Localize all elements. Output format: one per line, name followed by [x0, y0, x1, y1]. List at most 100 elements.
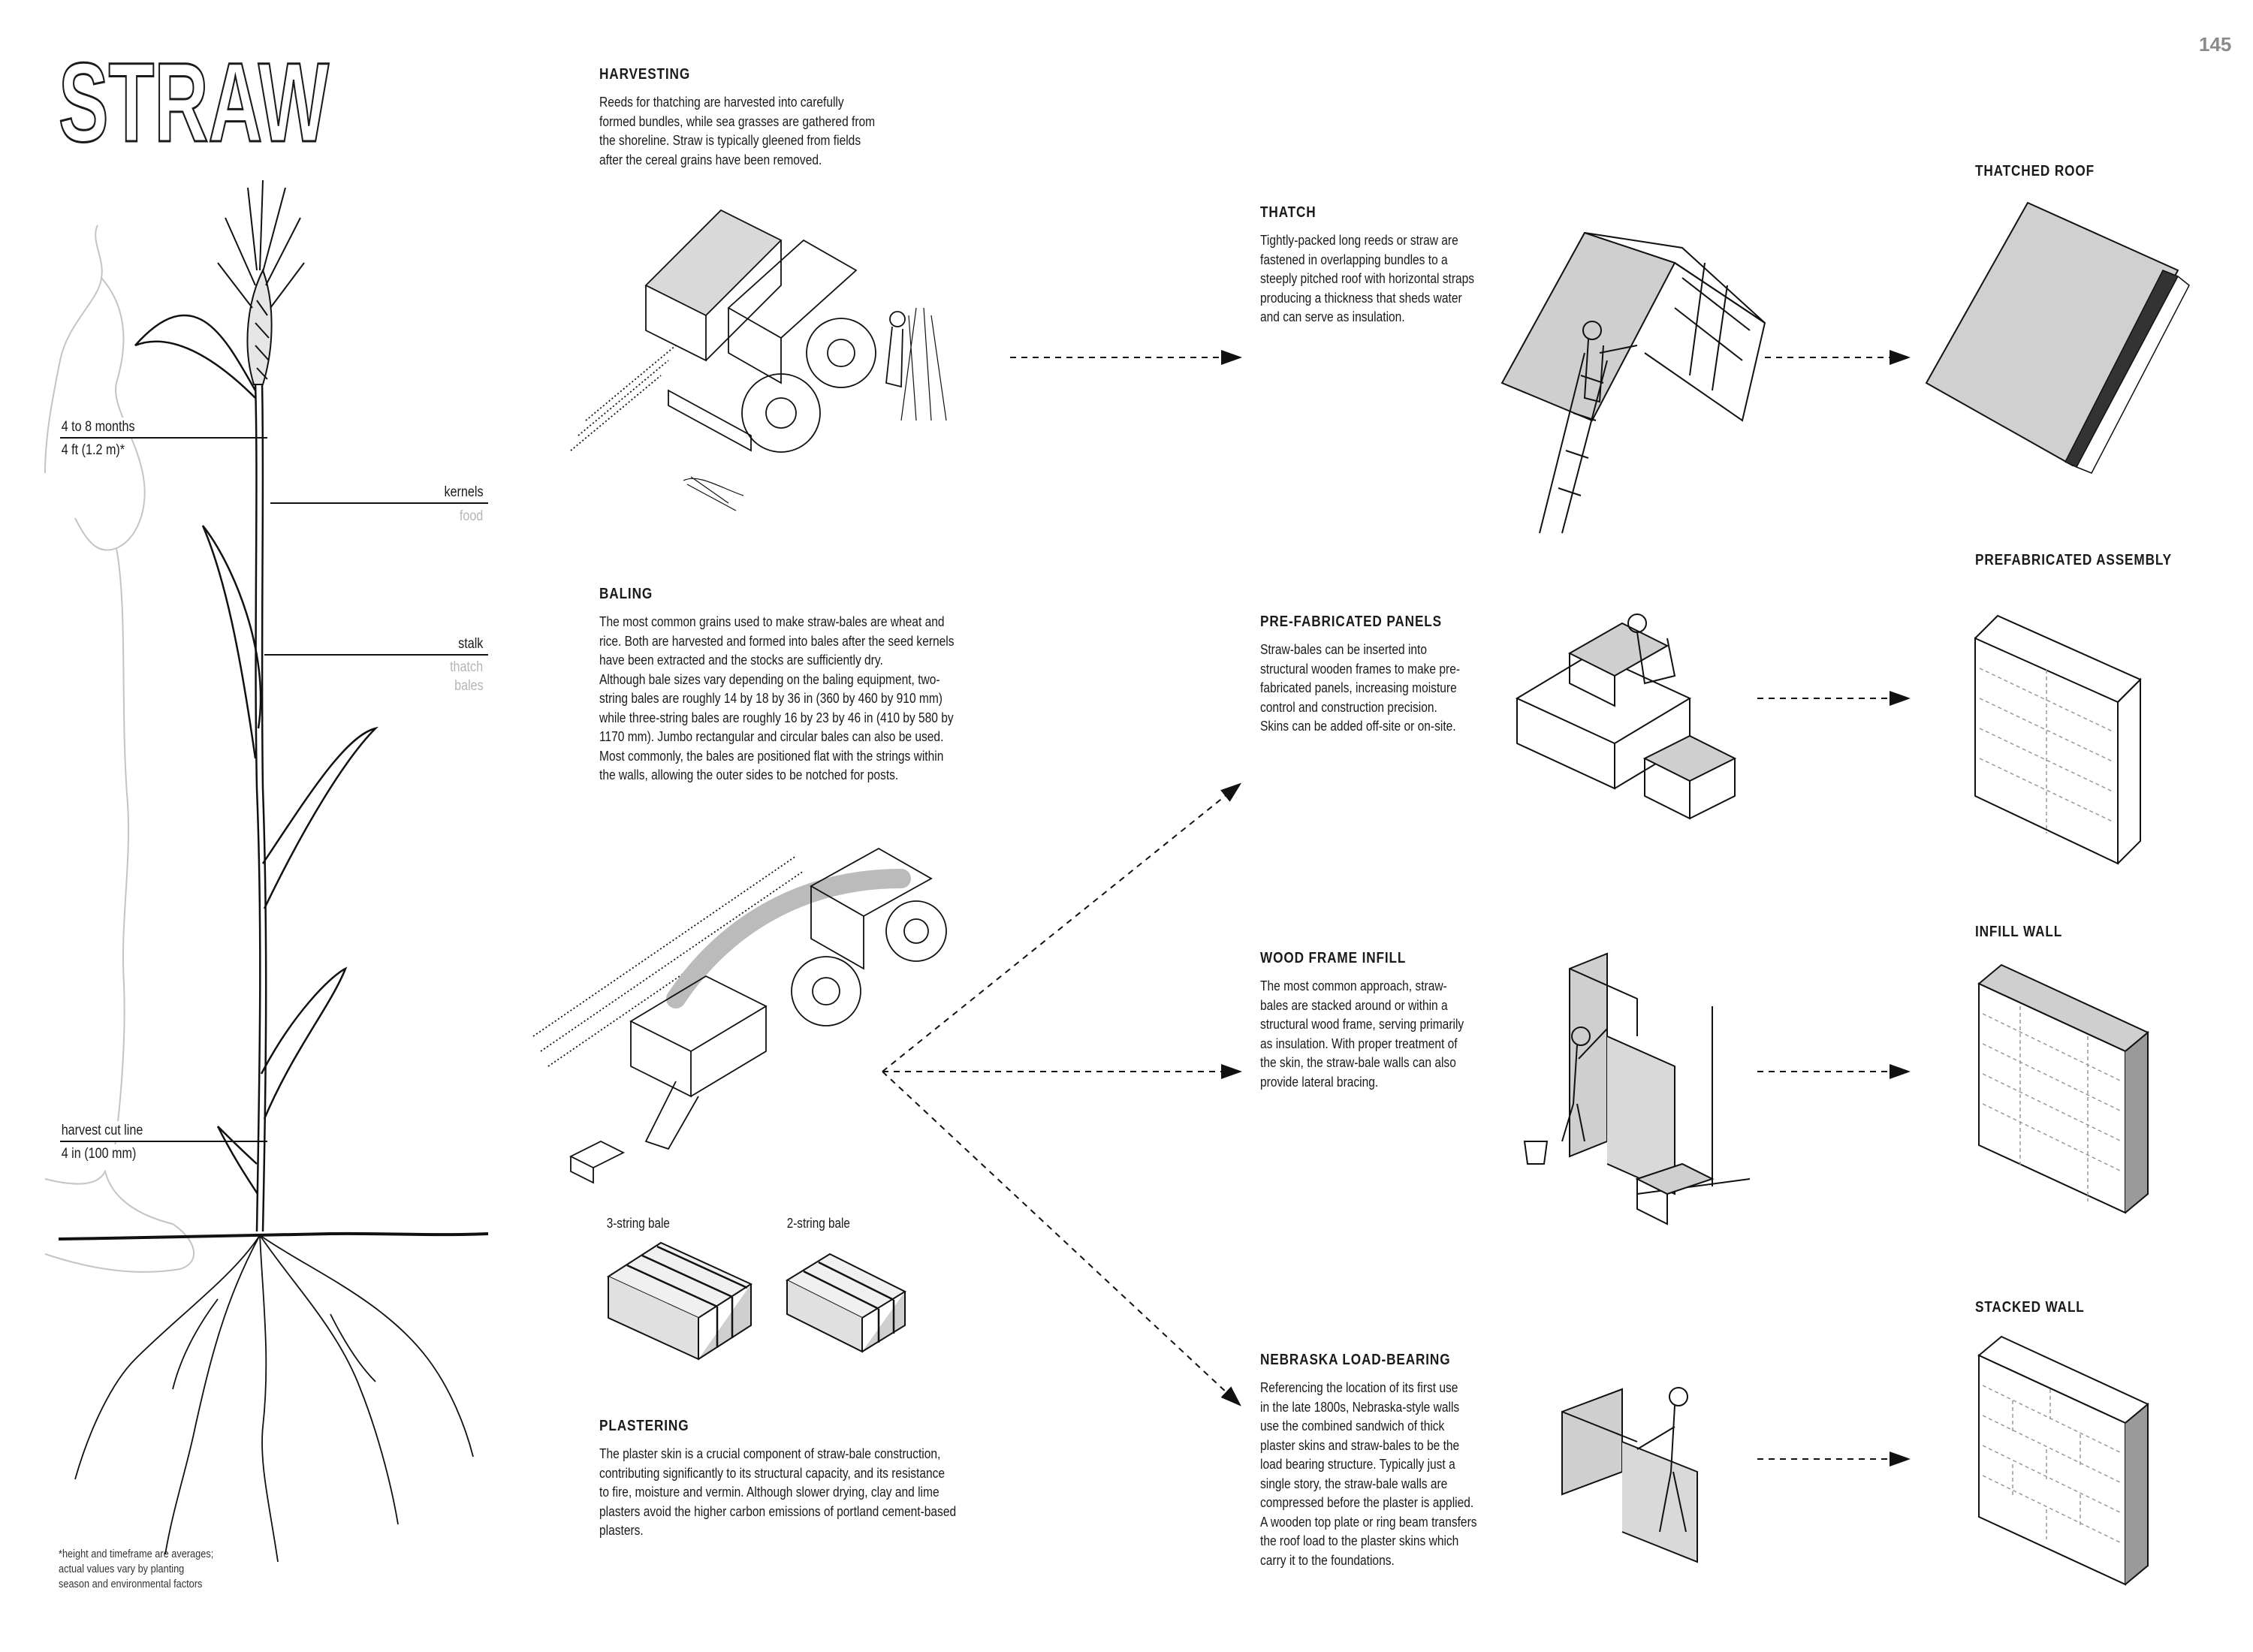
infill-wall-illustration [1977, 963, 2149, 1214]
thatched-roof-illustration [1925, 201, 2190, 474]
text-line: fastened in overlapping bundles to a [1260, 251, 1448, 267]
text-line: Most commonly, the bales are positioned … [599, 747, 944, 764]
stalk-use-thatch: thatch [448, 658, 484, 677]
harvesting-section: HARVESTING Reeds for thatching are harve… [599, 66, 990, 169]
text-line: plasters. [599, 1522, 644, 1538]
text-line: string bales are roughly 14 by 18 by 36 … [599, 690, 943, 706]
stalk-label: stalk [457, 635, 484, 654]
text-line: the skin, the straw-bale walls can also [1260, 1054, 1456, 1070]
baling-heading: BALING [599, 586, 653, 602]
text-line: in the late 1800s, Nebraska-style walls [1260, 1398, 1460, 1415]
method-heading: THATCH [1260, 204, 1317, 221]
roots-drawing [74, 1234, 474, 1563]
harvesting-text: Reeds for thatching are harvested into c… [599, 92, 991, 169]
text-line: structural wooden frames to make pre- [1260, 660, 1461, 677]
plastering-section: PLASTERING The plaster skin is a crucial… [599, 1418, 1065, 1540]
text-line: plasters avoid the higher carbon emissio… [599, 1503, 957, 1519]
ground-line [58, 1231, 489, 1241]
text-line: and can serve as insulation. [1260, 309, 1405, 324]
text-line: Tightly-packed long reeds or straw are [1260, 232, 1458, 248]
result-prefab-assembly-title: PREFABRICATED ASSEMBLY [1975, 552, 2172, 568]
text-line: structural wood frame, serving primarily [1260, 1016, 1464, 1032]
method-text: Straw-bales can be inserted into structu… [1260, 640, 1525, 736]
text-line: compressed before the plaster is applied… [1260, 1494, 1474, 1510]
text-line: A wooden top plate or ring beam transfer… [1260, 1513, 1477, 1530]
text-line: load bearing structure. Typically just a [1260, 1456, 1455, 1472]
result-stacked-wall-title: STACKED WALL [1975, 1299, 2085, 1316]
result-infill-wall-title: INFILL WALL [1975, 924, 2063, 940]
text-line: formed bundles, while sea grasses are ga… [599, 113, 876, 129]
baler-illustration [532, 847, 947, 1184]
result-thatched-roof-title: THATCHED ROOF [1975, 163, 2095, 179]
harvest-cut-value: 4 in (100 mm) [60, 1144, 138, 1164]
page-title-outline: STRAW [59, 53, 330, 150]
reed-harvester-illustration [570, 209, 947, 511]
footnote-line: *height and timeframe are averages; [59, 1548, 214, 1560]
method-text: The most common approach, straw- bales a… [1260, 976, 1525, 1091]
height-label: 4 to 8 months [60, 418, 137, 437]
text-line: Although bale sizes vary depending on th… [599, 671, 940, 687]
text-line: control and construction precision. [1260, 698, 1437, 715]
text-line: the roof load to the plaster skins which [1260, 1533, 1459, 1548]
arrow-baling-to-prefab [882, 782, 1242, 1072]
harvest-cut-label: harvest cut line [60, 1121, 145, 1141]
three-string-bale-label: 3-string bale [605, 1213, 671, 1233]
height-label-value: 4 ft (1.2 m)* [60, 441, 126, 460]
human-figure-outline [44, 225, 195, 1273]
text-line: after the cereal grains have been remove… [599, 151, 822, 167]
method-thatch: THATCH Tightly-packed long reeds or stra… [1260, 204, 1531, 327]
text-line: The plaster skin is a crucial component … [599, 1446, 941, 1461]
text-line: Skins can be added off-site or on-site. [1260, 718, 1456, 734]
method-heading: WOOD FRAME INFILL [1260, 950, 1407, 966]
text-line: bales are stacked around or within a [1260, 996, 1448, 1013]
text-line: Straw-bales can be inserted into [1260, 641, 1428, 657]
plastering-text: The plaster skin is a crucial component … [599, 1444, 1003, 1540]
method-heading: PRE-FABRICATED PANELS [1260, 613, 1442, 630]
method-nebraska: NEBRASKA LOAD-BEARING Referencing the lo… [1260, 1352, 1531, 1569]
text-line: single story, the straw-bale walls are [1260, 1475, 1448, 1491]
text-line: provide lateral bracing. [1260, 1073, 1379, 1090]
method-heading: NEBRASKA LOAD-BEARING [1260, 1352, 1451, 1368]
text-line: The most common grains used to make stra… [599, 613, 945, 629]
baling-text: The most common grains used to make stra… [599, 612, 1003, 785]
text-line: while three-string bales are roughly 16 … [599, 709, 954, 725]
text-line: the walls, allowing the outer sides to b… [599, 767, 899, 782]
harvesting-heading: HARVESTING [599, 66, 691, 83]
prefabricated-assembly-illustration [1974, 614, 2142, 865]
footnote-line: season and environmental factors [59, 1578, 203, 1590]
text-line: rice. Both are harvested and formed into… [599, 632, 955, 649]
text-line: The most common approach, straw- [1260, 978, 1447, 993]
infill-wall-worker-illustration [1523, 952, 1751, 1225]
text-line: to fire, moisture and vermin. Although s… [599, 1484, 940, 1500]
page-number: 145 [2199, 33, 2232, 56]
method-wood-frame-infill: WOOD FRAME INFILL The most common approa… [1260, 950, 1531, 1091]
text-line: contributing significantly to its struct… [599, 1464, 946, 1481]
wheat-head-drawing [217, 179, 305, 385]
method-prefab-panels: PRE-FABRICATED PANELS Straw-bales can be… [1260, 613, 1531, 736]
text-line: plaster skins and straw-bales to be the [1260, 1436, 1460, 1453]
stalk-use-bales: bales [452, 677, 484, 696]
svg-text:STRAW: STRAW [59, 53, 329, 150]
text-line: 1170 mm). Jumbo rectangular and circular… [599, 728, 944, 744]
kernels-label: kernels [442, 483, 484, 502]
text-line: Referencing the location of its first us… [1260, 1379, 1458, 1395]
text-line: producing a thickness that sheds water [1260, 289, 1462, 306]
thatching-worker-illustration [1500, 231, 1766, 534]
plastering-heading: PLASTERING [599, 1418, 689, 1434]
method-text: Referencing the location of its first us… [1260, 1378, 1525, 1569]
prefab-panel-worker-illustration [1515, 613, 1737, 820]
text-line: carry it to the foundations. [1260, 1551, 1395, 1568]
two-string-bale-label: 2-string bale [786, 1213, 852, 1233]
footnote: *height and timeframe are averages; actu… [59, 1547, 213, 1592]
nebraska-wall-worker-illustration [1561, 1387, 1698, 1563]
text-line: Reeds for thatching are harvested into c… [599, 94, 844, 110]
arrow-baling-to-nebraska [882, 1071, 1241, 1406]
footnote-line: actual values vary by planting [59, 1563, 185, 1575]
three-string-bale-icon [606, 1241, 753, 1361]
method-text: Tightly-packed long reeds or straw are f… [1260, 231, 1525, 327]
text-line: have been extracted and the stocks are s… [599, 652, 883, 668]
kernels-use-label: food [458, 507, 484, 526]
page-title: STRAW [59, 53, 344, 150]
text-line: steeply pitched roof with horizontal str… [1260, 270, 1475, 286]
